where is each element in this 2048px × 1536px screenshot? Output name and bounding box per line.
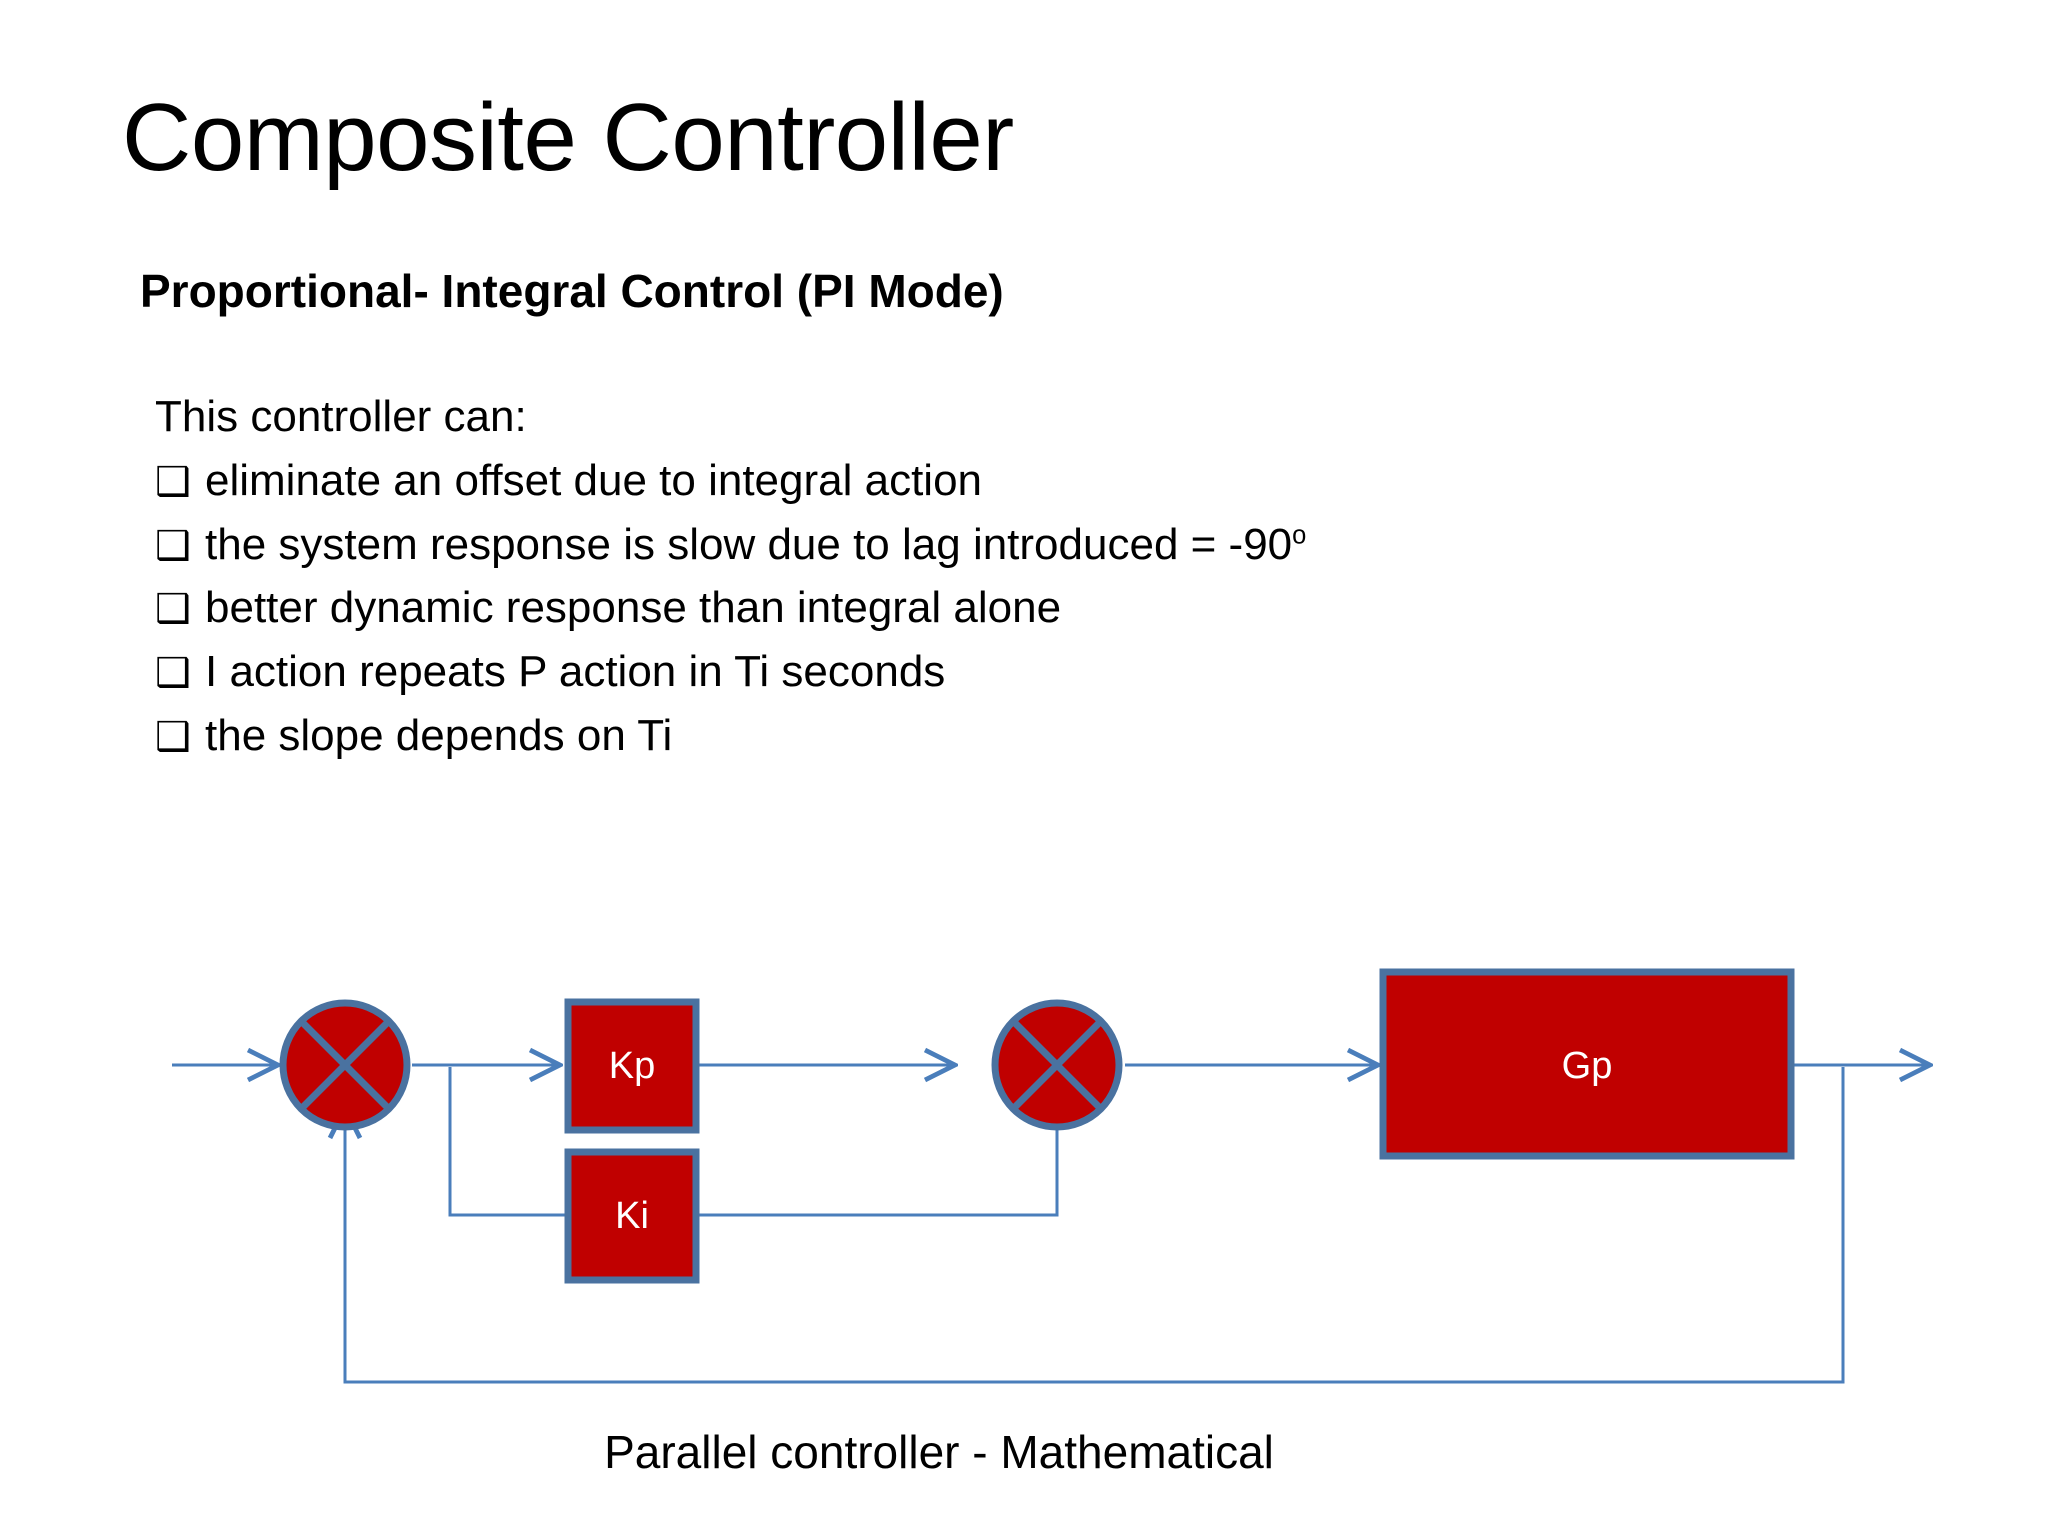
- list-item-label: better dynamic response than integral al…: [205, 583, 1062, 633]
- list-item-label: eliminate an offset due to integral acti…: [205, 455, 983, 505]
- checkbox-bullet-icon: ❑: [155, 523, 191, 568]
- summing-junction-1: [279, 999, 411, 1131]
- slide-subtitle: Proportional- Integral Control (PI Mode): [140, 265, 1004, 317]
- list-item-label: the slope depends on Ti: [205, 710, 673, 760]
- list-item: ❑ I action repeats P action in Ti second…: [155, 640, 1955, 704]
- gain-block-kp-label: Kp: [609, 1045, 655, 1087]
- checkbox-bullet-icon: ❑: [155, 651, 191, 696]
- summing-junction-2: [991, 999, 1123, 1131]
- checkbox-bullet-icon: ❑: [155, 587, 191, 632]
- summing-junction-cross-stroke: [1010, 1018, 1104, 1112]
- list-item: ❑ eliminate an offset due to integral ac…: [155, 449, 1955, 513]
- diagram-caption: Parallel controller - Mathematical: [0, 1425, 2048, 1480]
- wire-ki-to-sum2: [697, 1115, 1059, 1217]
- list-item: ❑ the system response is slow due to lag…: [155, 513, 1955, 577]
- page-title: Composite Controller: [122, 84, 1014, 191]
- block-diagram: Kp Ki Gp: [0, 930, 2048, 1450]
- gain-block-ki-shape: [564, 1148, 700, 1284]
- list-item: ❑ better dynamic response than integral …: [155, 576, 1955, 640]
- checkbox-bullet-icon: ❑: [155, 459, 191, 504]
- gain-block-ki-label: Ki: [615, 1195, 649, 1237]
- bullet-list: ❑ eliminate an offset due to integral ac…: [155, 449, 1955, 768]
- list-item-label: the system response is slow due to lag i…: [205, 519, 1307, 569]
- wire-sum1-branch-to-ki: [448, 1067, 565, 1217]
- lead-text: This controller can:: [155, 392, 527, 441]
- process-block-gp-label: Gp: [1562, 1045, 1613, 1087]
- gain-block-ki[interactable]: Ki: [564, 1148, 700, 1284]
- process-block-gp[interactable]: Gp: [1379, 968, 1795, 1160]
- gain-block-kp-shape: [564, 998, 700, 1134]
- process-block-gp-shape: [1379, 968, 1795, 1160]
- body-content: This controller can: ❑ eliminate an offs…: [155, 385, 1955, 768]
- list-item-label: I action repeats P action in Ti seconds: [205, 647, 946, 697]
- summing-junction-cross-stroke: [298, 1018, 392, 1112]
- gain-block-kp[interactable]: Kp: [564, 998, 700, 1134]
- checkbox-bullet-icon: ❑: [155, 714, 191, 759]
- diagram-caption-text: Parallel controller - Mathematical: [604, 1426, 1274, 1478]
- list-item: ❑ the slope depends on Ti: [155, 704, 1955, 768]
- wire-feedback-loop: [343, 1067, 1845, 1384]
